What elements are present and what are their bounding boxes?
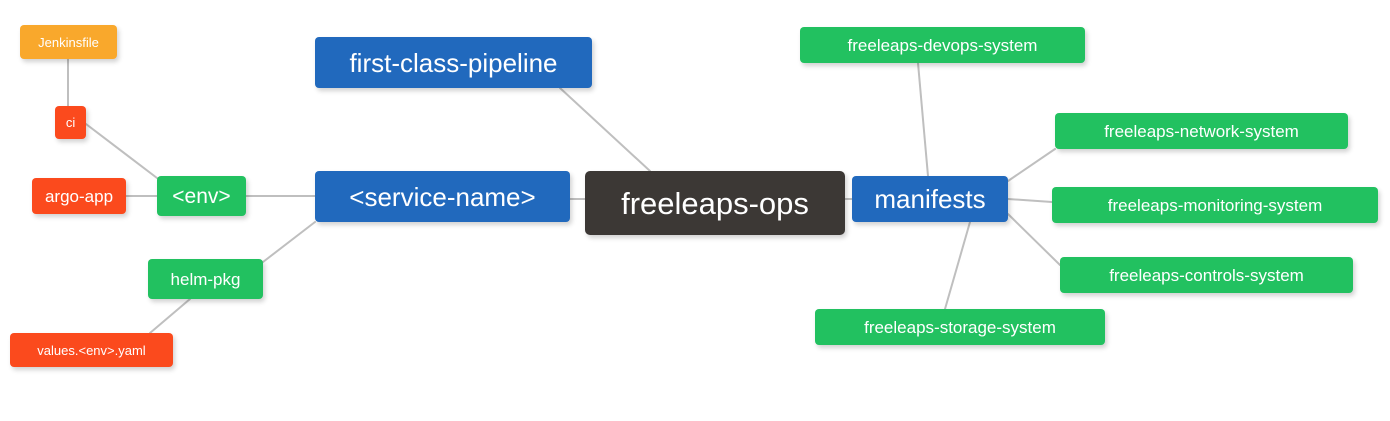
node-label-ci: ci <box>65 115 76 130</box>
node-jenkinsfile[interactable]: Jenkinsfile <box>20 25 117 59</box>
node-label-env: <env> <box>172 184 231 208</box>
node-helm-pkg[interactable]: helm-pkg <box>148 259 263 299</box>
edge-manifests-to-monitoring-system <box>1007 198 1053 203</box>
node-label-jenkinsfile: Jenkinsfile <box>38 34 99 50</box>
node-label-monitoring-system: freeleaps-monitoring-system <box>1107 195 1323 215</box>
node-values-yaml[interactable]: values.<env>.yaml <box>10 333 173 367</box>
node-label-service-name: <service-name> <box>349 181 536 212</box>
node-label-first-class-pipeline: first-class-pipeline <box>349 47 558 78</box>
edge-manifests-to-storage-system <box>944 221 971 310</box>
edge-manifests-to-network-system <box>1007 148 1056 182</box>
node-label-helm-pkg: helm-pkg <box>170 269 241 289</box>
node-label-controls-system: freeleaps-controls-system <box>1109 265 1304 285</box>
node-label-values-yaml: values.<env>.yaml <box>37 342 146 358</box>
node-first-class-pipeline[interactable]: first-class-pipeline <box>315 37 592 88</box>
node-network-system[interactable]: freeleaps-network-system <box>1055 113 1348 149</box>
node-devops-system[interactable]: freeleaps-devops-system <box>800 27 1085 63</box>
node-ci[interactable]: ci <box>55 106 86 139</box>
node-label-storage-system: freeleaps-storage-system <box>864 317 1056 337</box>
node-service-name[interactable]: <service-name> <box>315 171 570 222</box>
edge-ci-to-env <box>85 123 158 179</box>
edge-manifests-to-devops-system <box>917 62 929 177</box>
edge-service-name-to-helm-pkg <box>262 221 316 263</box>
node-label-manifests: manifests <box>874 184 986 214</box>
edge-first-class-pipeline-to-freeleaps-ops <box>559 87 651 172</box>
node-controls-system[interactable]: freeleaps-controls-system <box>1060 257 1353 293</box>
node-label-devops-system: freeleaps-devops-system <box>847 35 1038 55</box>
node-storage-system[interactable]: freeleaps-storage-system <box>815 309 1105 345</box>
node-label-argo-app: argo-app <box>44 186 114 206</box>
node-freeleaps-ops[interactable]: freeleaps-ops <box>585 171 845 235</box>
node-manifests[interactable]: manifests <box>852 176 1008 222</box>
node-label-network-system: freeleaps-network-system <box>1104 121 1299 141</box>
node-monitoring-system[interactable]: freeleaps-monitoring-system <box>1052 187 1378 223</box>
edge-helm-pkg-to-values-yaml <box>149 298 191 334</box>
node-label-freeleaps-ops: freeleaps-ops <box>621 185 809 221</box>
node-argo-app[interactable]: argo-app <box>32 178 126 214</box>
node-env[interactable]: <env> <box>157 176 246 216</box>
